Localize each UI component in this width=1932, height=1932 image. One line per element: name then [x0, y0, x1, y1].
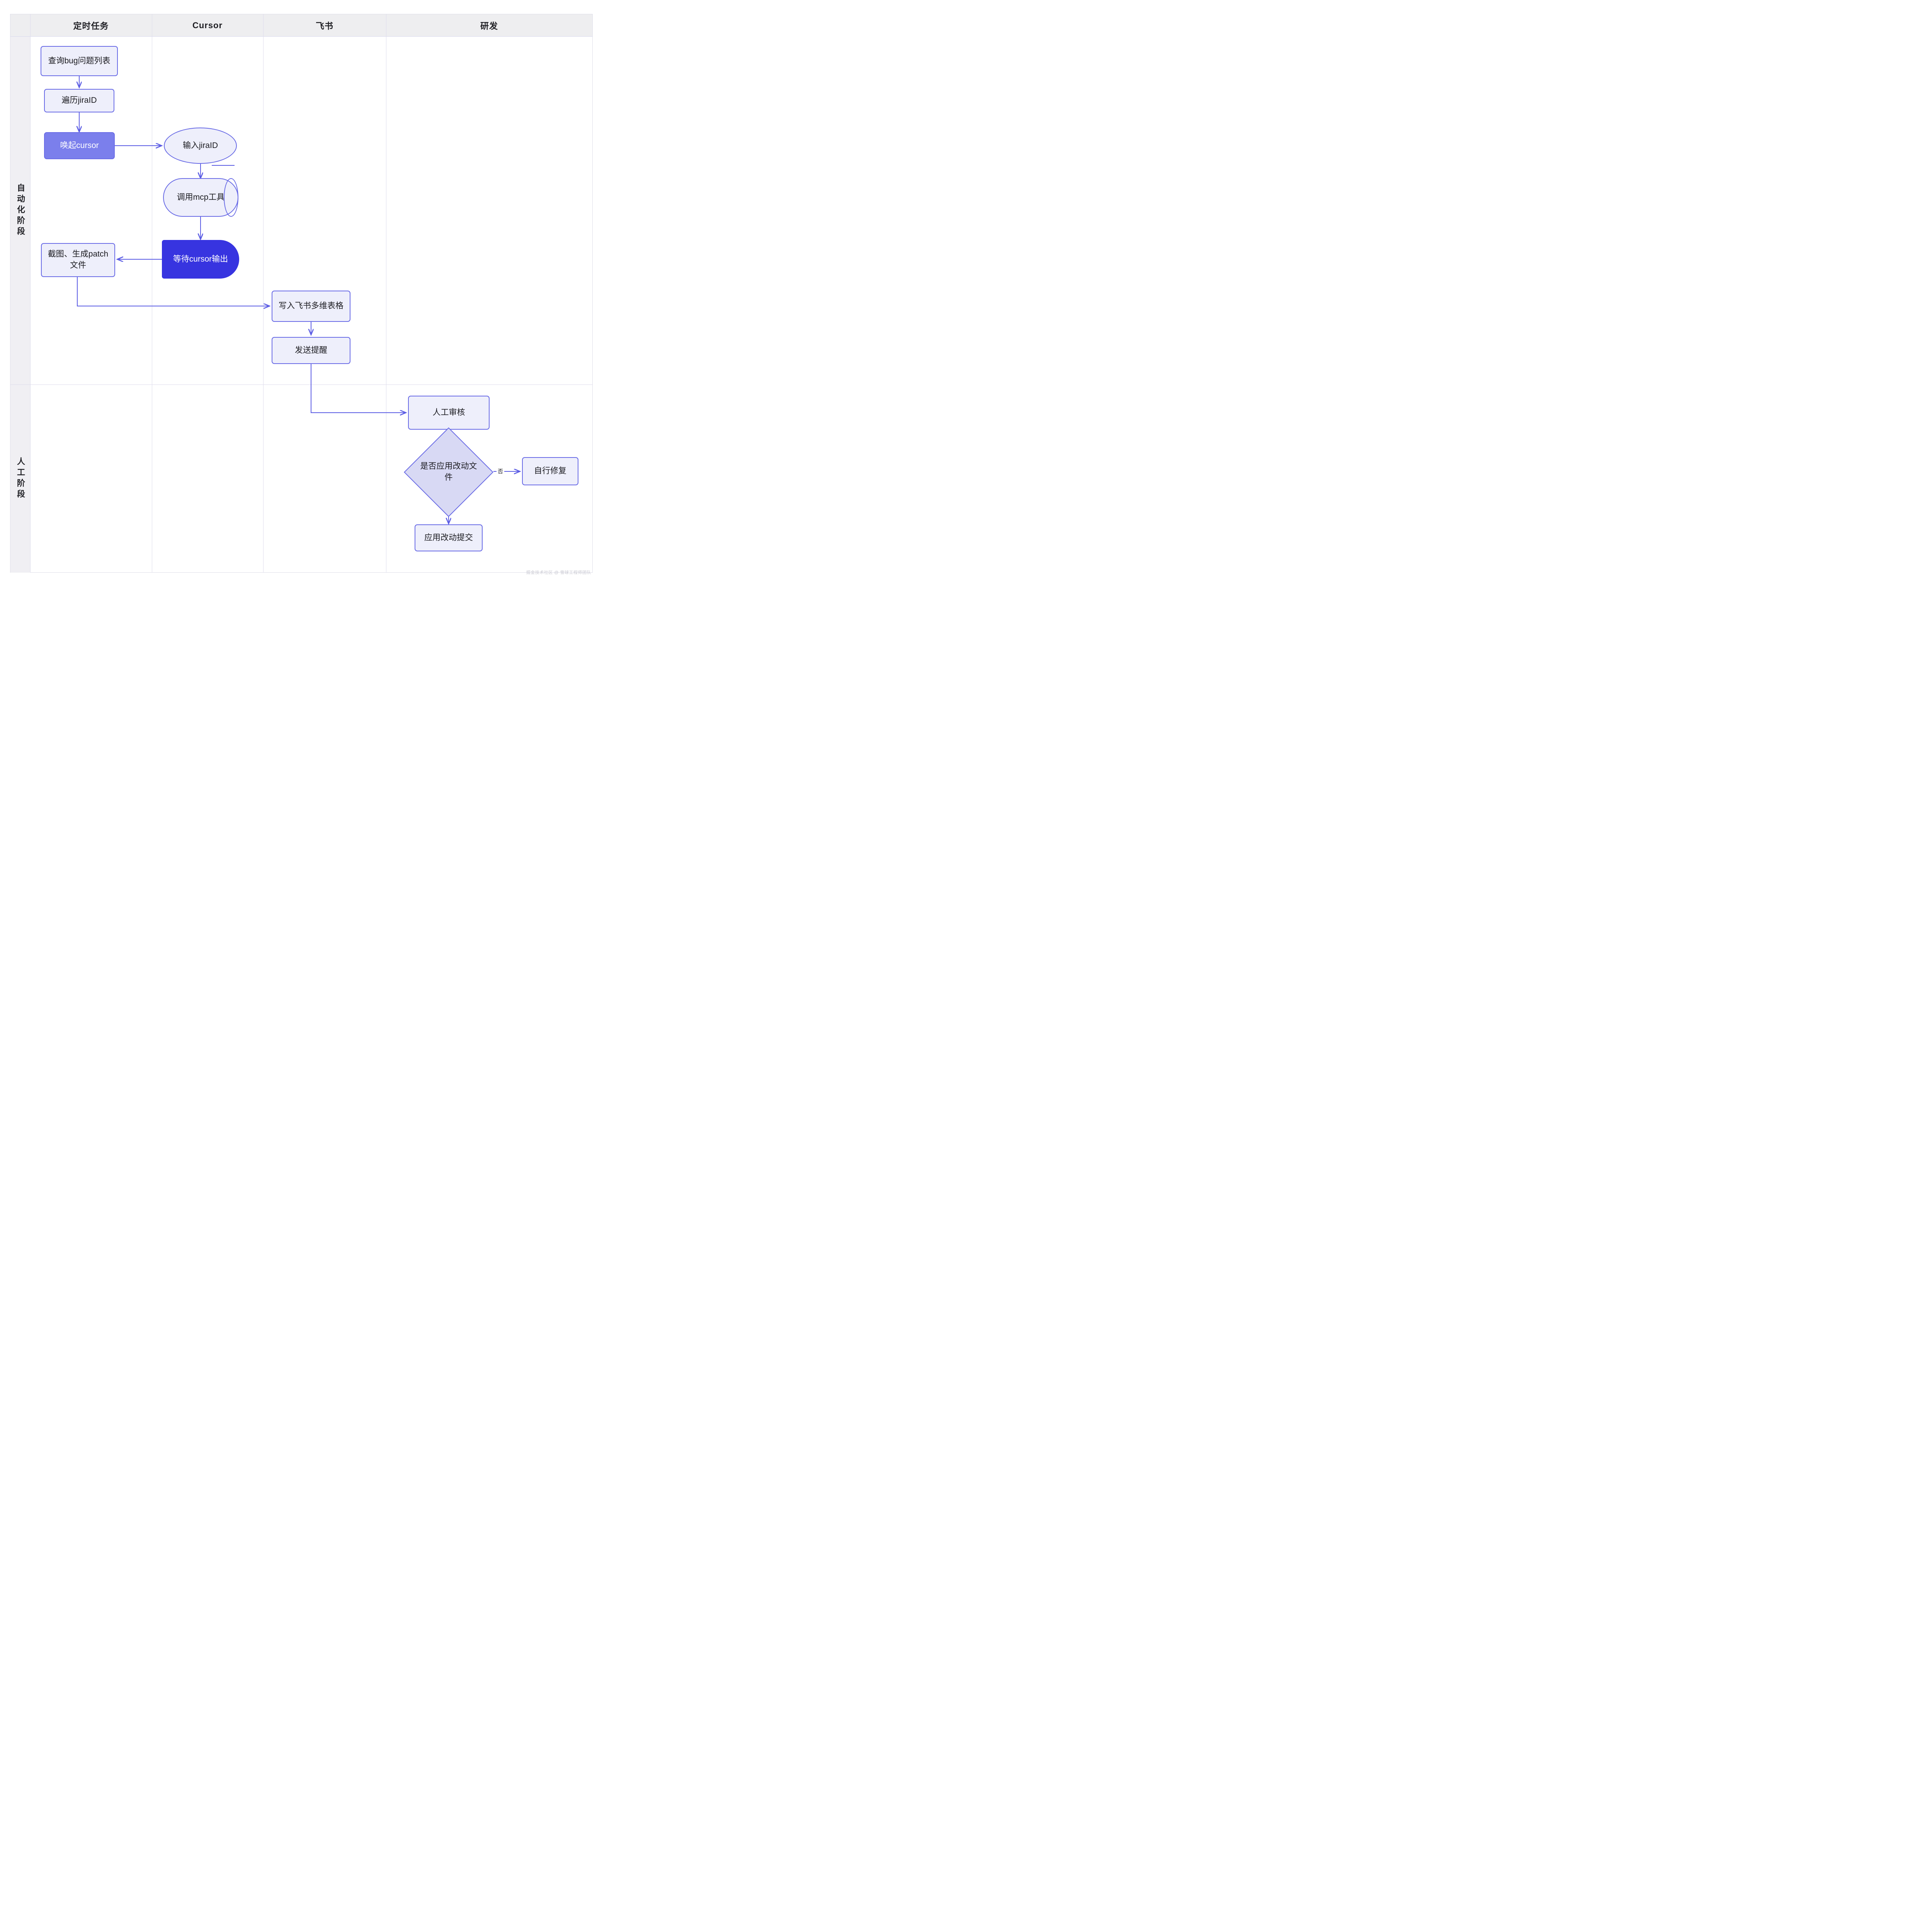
node-iterate-jiraid[interactable]: 遍历jiraID [44, 89, 114, 112]
node-write-feishu-table[interactable]: 写入飞书多维表格 [272, 291, 350, 322]
node-invoke-cursor[interactable]: 唤起cursor [44, 132, 115, 159]
node-screenshot-generate-patch[interactable]: 截图、生成patch文件 [41, 243, 115, 277]
node-decision-apply-changes[interactable]: 是否应用改动文件 [404, 427, 493, 517]
node-self-fix[interactable]: 自行修复 [522, 457, 578, 485]
lane-label-auto: 自动化阶段 [10, 37, 30, 384]
node-send-reminder[interactable]: 发送提醒 [272, 337, 350, 364]
column-divider [30, 14, 31, 573]
column-divider [263, 14, 264, 573]
node-label: 截图、生成patch文件 [48, 250, 109, 270]
node-label: 写入飞书多维表格 [279, 301, 344, 311]
column-header-label: Cursor [192, 20, 223, 30]
flowchart-canvas: 定时任务 Cursor 飞书 研发 自动化阶段 人工阶段 [0, 0, 603, 580]
node-wait-cursor-output[interactable]: 等待cursor输出 [162, 240, 239, 279]
node-label: 应用改动提交 [424, 533, 473, 542]
column-header-rd: 研发 [386, 14, 592, 37]
node-label: 输入jiraID [182, 141, 218, 150]
column-header-label: 飞书 [315, 21, 333, 31]
column-header-label: 研发 [480, 21, 498, 31]
watermark: 掘金技术社区 @ 雪球工程师团队 [526, 570, 591, 575]
lane-label-text: 人工阶段 [16, 457, 25, 500]
lane-label-text: 自动化阶段 [16, 184, 25, 238]
node-label: 发送提醒 [295, 345, 327, 355]
node-manual-review[interactable]: 人工审核 [408, 396, 490, 430]
node-label: 查询bug问题列表 [48, 56, 111, 65]
column-header-cursor: Cursor [152, 14, 263, 37]
edge-label-no: 否 [497, 468, 504, 475]
node-label: 是否应用改动文件 [420, 462, 477, 482]
lane-label-manual: 人工阶段 [10, 385, 30, 573]
column-header-label: 定时任务 [73, 21, 109, 31]
node-query-bug-list[interactable]: 查询bug问题列表 [41, 46, 118, 76]
node-input-jiraid[interactable]: 输入jiraID [164, 128, 237, 164]
node-label: 遍历jiraID [61, 96, 97, 105]
column-header-cron: 定时任务 [30, 14, 152, 37]
node-label: 自行修复 [534, 466, 566, 476]
node-label: 唤起cursor [60, 141, 99, 150]
node-label: 人工审核 [432, 408, 465, 417]
node-label: 等待cursor输出 [173, 254, 228, 264]
node-apply-and-commit[interactable]: 应用改动提交 [415, 524, 483, 551]
column-header-feishu: 飞书 [263, 14, 386, 37]
node-label: 调用mcp工具 [177, 192, 225, 202]
column-header-band [10, 14, 592, 37]
node-call-mcp-tool[interactable]: 调用mcp工具 [163, 178, 238, 217]
lane-divider [10, 384, 592, 385]
